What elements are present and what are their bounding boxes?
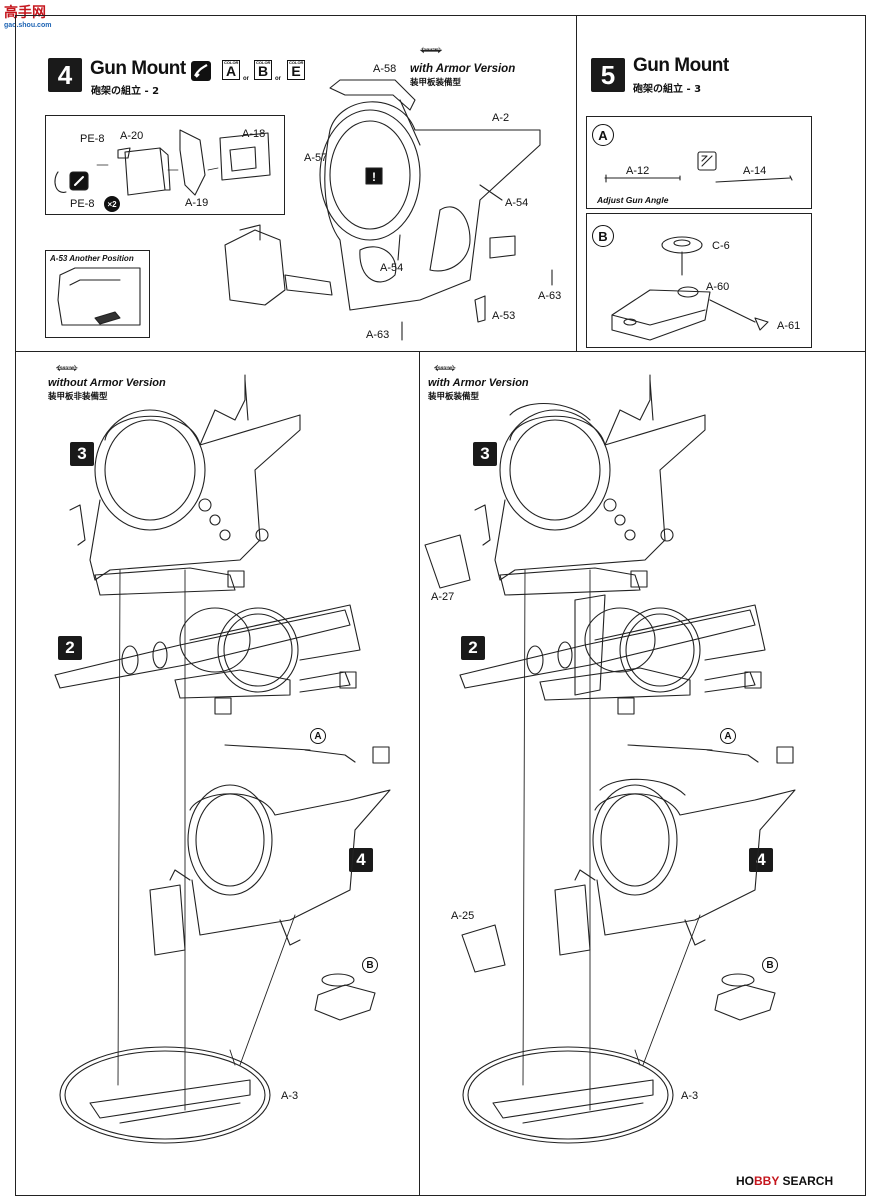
- right-part-a-27: A-27: [431, 591, 455, 603]
- right-assembly-frame: [419, 351, 866, 1196]
- left-sub-b-marker: B: [362, 957, 378, 973]
- step4-armor-label-jp: 装甲板装備型: [410, 78, 462, 88]
- step5-sub-b-box: [586, 213, 812, 348]
- convertible-arrow-icon-right: [433, 364, 457, 372]
- right-step-2: 2: [461, 636, 485, 660]
- step5-number: 5: [591, 58, 625, 92]
- left-sub-a-marker: A: [310, 728, 326, 744]
- step5-sub-b-marker: B: [592, 225, 614, 247]
- step4-title: Gun Mount: [90, 58, 186, 79]
- adjust-gun-angle-label: Adjust Gun Angle: [597, 195, 669, 205]
- convertible-text-step4: Convertible: [419, 46, 447, 52]
- paint-brush-icon: [191, 61, 211, 81]
- step4-number: 4: [48, 58, 82, 92]
- step4-armor-label: with Armor Version: [410, 63, 516, 75]
- part-a-19: A-19: [185, 197, 209, 209]
- right-part-a-25: A-25: [451, 910, 475, 922]
- right-panel-label-jp: 装甲板装備型: [428, 392, 480, 402]
- part-a-63-bottom: A-63: [366, 329, 390, 341]
- step4-inset-photoetch: [45, 115, 285, 215]
- right-panel-label: with Armor Version: [428, 377, 529, 389]
- step5-sub-a-box: [586, 116, 812, 209]
- right-step-4: 4: [749, 848, 773, 872]
- another-position-label: A-53 Another Position: [50, 254, 134, 263]
- watermark-logo: 高手网 gao.shou.com: [4, 4, 52, 29]
- step5-title: Gun Mount: [633, 55, 729, 76]
- left-step-2: 2: [58, 636, 82, 660]
- part-a-58: A-58: [373, 63, 397, 75]
- times-badge: ×2: [104, 196, 120, 212]
- part-a-53: A-53: [492, 310, 516, 322]
- inset-photoetch-drawing: [54, 129, 271, 196]
- step5-sub-a-drawing: [604, 151, 793, 183]
- step4-mount-frame-drawing: !: [224, 79, 553, 341]
- or-text-2: or: [275, 76, 281, 82]
- another-position-drawing: [57, 267, 141, 326]
- right-part-a-3: A-3: [681, 1090, 699, 1102]
- part-a-54-right: A-54: [505, 197, 529, 209]
- svg-text:!: !: [372, 170, 376, 184]
- left-part-a-3: A-3: [281, 1090, 299, 1102]
- hobby-search-watermark: HOBBY SEARCH: [736, 1174, 834, 1188]
- part-a-61: A-61: [777, 320, 801, 332]
- step5-sub-a-marker: A: [592, 124, 614, 146]
- step4-subtitle: 砲架の組立 - 2: [91, 86, 160, 97]
- part-a-60: A-60: [706, 281, 730, 293]
- step5-subtitle: 砲架の組立 - 3: [633, 84, 702, 95]
- right-sub-a-marker: A: [720, 728, 736, 744]
- part-a-54-left: A-54: [380, 262, 404, 274]
- part-a-63-right: A-63: [538, 290, 562, 302]
- left-panel-label: without Armor Version: [48, 377, 166, 389]
- right-assembly-drawing: [424, 374, 796, 1144]
- part-c-6: C-6: [712, 240, 730, 252]
- part-pe-8-bottom: PE-8: [70, 198, 95, 210]
- part-a-12: A-12: [626, 165, 650, 177]
- convertible-arrow-icon: [419, 46, 443, 54]
- part-a-20: A-20: [120, 130, 144, 142]
- right-step-3: 3: [473, 442, 497, 466]
- step5-sub-b-drawing: [611, 236, 769, 341]
- convertible-text-right: Convertible: [433, 365, 461, 371]
- convertible-arrow-icon-left: [55, 364, 79, 372]
- step4-inset-another-position: [45, 250, 150, 338]
- left-panel-label-jp: 装甲板非装備型: [48, 392, 108, 402]
- or-text-1: or: [243, 76, 249, 82]
- convertible-text-left: Convertible: [55, 365, 83, 371]
- part-a-14: A-14: [743, 165, 767, 177]
- part-a-2: A-2: [492, 112, 510, 124]
- left-assembly-drawing: [54, 374, 391, 1144]
- part-pe-8-top: PE-8: [80, 133, 105, 145]
- right-sub-b-marker: B: [762, 957, 778, 973]
- left-step-3: 3: [70, 442, 94, 466]
